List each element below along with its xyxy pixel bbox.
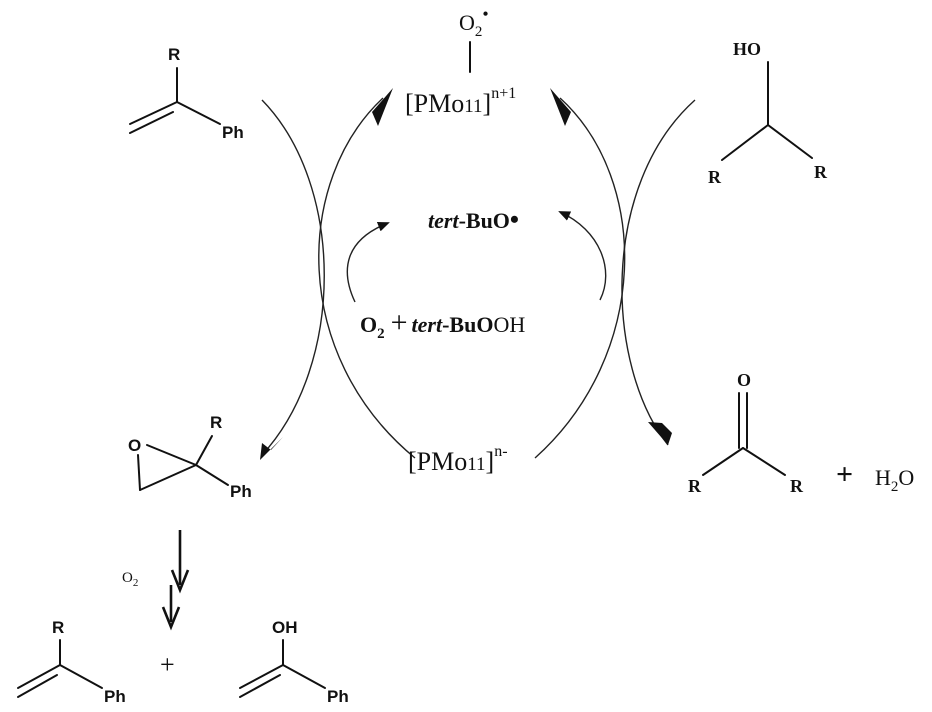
svg-text:R: R: [708, 167, 722, 187]
svg-text:O: O: [737, 370, 751, 390]
svg-text:O2•: O2•: [459, 4, 489, 40]
aryl-ketone-structure: R Ph: [17, 618, 126, 706]
svg-text:O: O: [128, 436, 141, 455]
cleavage-arrow: [161, 530, 190, 631]
right-outer-curve: [621, 99, 696, 446]
catalyst-reduced-label: [PMo11]n-: [408, 443, 508, 476]
svg-text:R: R: [688, 476, 702, 496]
cleavage-plus: +: [160, 650, 175, 679]
epoxide-structure: O R Ph: [128, 413, 252, 501]
svg-text:Ph: Ph: [230, 482, 252, 501]
cleavage-o2-label: O2: [122, 570, 138, 589]
reagents-label: O2+tert-BuOOH: [360, 306, 525, 342]
right-inner-curve: [534, 97, 626, 459]
ketone-structure: O R R: [688, 370, 804, 496]
arrow-to-oxidized-left: [372, 88, 393, 126]
arrow-to-ketone: [648, 422, 672, 445]
left-outer-curve: [261, 99, 325, 456]
alkene-structure: R Ph: [129, 45, 244, 142]
alcohol-structure: HO R R: [708, 39, 828, 187]
arrow-to-oxidized-right: [550, 88, 571, 126]
left-inner-curve: [318, 97, 416, 459]
superoxo-species: O2•: [459, 4, 489, 73]
right-radical-arc: [558, 211, 607, 301]
catalyst-oxidized-label: [PMo11]n+1: [405, 85, 516, 118]
svg-text:R: R: [790, 476, 804, 496]
svg-text:HO: HO: [733, 39, 761, 59]
water-label: H2O: [875, 465, 914, 495]
benzoic-acid-structure: OH Ph: [239, 618, 349, 706]
svg-text:Ph: Ph: [327, 687, 349, 706]
svg-text:R: R: [168, 45, 180, 64]
svg-text:R: R: [814, 162, 828, 182]
svg-text:Ph: Ph: [104, 687, 126, 706]
svg-text:R: R: [210, 413, 222, 432]
svg-text:OH: OH: [272, 618, 298, 637]
tert-butoxy-radical-label: tert-BuO•: [428, 205, 519, 234]
arrow-to-epoxide: [260, 437, 283, 460]
ketone-plus: +: [836, 458, 853, 491]
svg-text:R: R: [52, 618, 64, 637]
svg-text:Ph: Ph: [222, 123, 244, 142]
left-radical-arc: [346, 222, 390, 303]
